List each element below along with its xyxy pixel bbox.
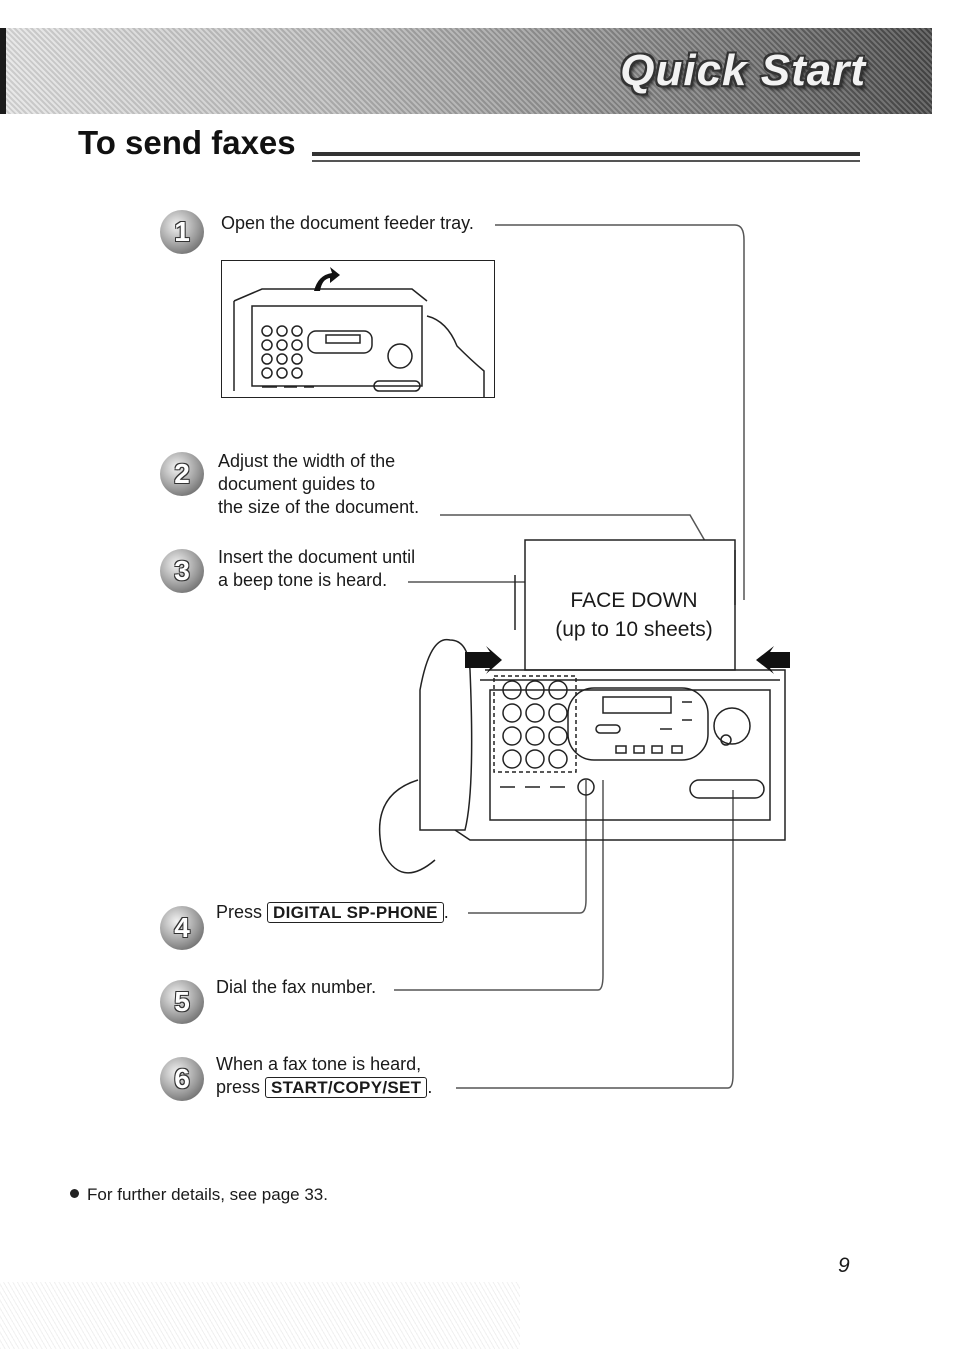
step-6-prefix: press <box>216 1077 261 1097</box>
step-4-prefix: Press <box>216 902 263 922</box>
note-text: For further details, see page 33. <box>87 1185 328 1204</box>
fax-machine-drawing <box>378 539 790 874</box>
step-3-text: Insert the document until a beep tone is… <box>218 546 415 592</box>
step-5-line: Dial the fax number. <box>216 977 377 997</box>
further-details-note: For further details, see page 33. <box>70 1185 328 1205</box>
step-2-line-2: document guides to <box>218 474 376 494</box>
step-3-badge: 3 <box>160 549 204 593</box>
digital-sp-phone-key: DIGITAL SP-PHONE <box>267 902 444 923</box>
step-2-line-1: Adjust the width of the <box>218 451 396 471</box>
step-2-text: Adjust the width of the document guides … <box>218 450 419 519</box>
scan-texture <box>0 1282 520 1349</box>
tray-illustration <box>221 260 495 398</box>
step-2-badge: 2 <box>160 452 204 496</box>
step-6-line-2: press START/COPY/SET. <box>216 1076 432 1099</box>
left-arrow-icon <box>465 646 502 674</box>
step-3-line-1: Insert the document until <box>218 547 416 567</box>
title-rule <box>312 152 860 156</box>
step-6-suffix: . <box>427 1077 433 1097</box>
bullet-icon <box>70 1189 79 1199</box>
page-number: 9 <box>838 1254 850 1277</box>
header-banner: Quick Start <box>0 28 932 114</box>
start-copy-set-key: START/COPY/SET <box>265 1077 428 1098</box>
step-1-text: Open the document feeder tray. <box>221 212 474 235</box>
step-6-badge: 6 <box>160 1057 204 1101</box>
step-6-text: When a fax tone is heard, press START/CO… <box>216 1053 432 1099</box>
step-4-badge: 4 <box>160 906 204 950</box>
face-down-line-2: (up to 10 sheets) <box>555 618 713 641</box>
step-5-text: Dial the fax number. <box>216 976 376 999</box>
title-rule-thin <box>312 160 860 162</box>
step-4-suffix: . <box>443 902 449 922</box>
section-title: To send faxes <box>78 124 296 161</box>
fax-machine-illustration <box>360 530 790 900</box>
step-1-badge: 1 <box>160 210 204 254</box>
banner-edge <box>0 28 6 114</box>
banner-title: Quick Start <box>620 46 866 95</box>
right-arrow-icon <box>756 646 790 674</box>
step-1-line: Open the document feeder tray. <box>221 213 474 233</box>
step-2-line-3: the size of the document. <box>218 497 420 517</box>
step-6-line-1: When a fax tone is heard, <box>216 1054 422 1074</box>
face-down-line-1: FACE DOWN <box>570 589 698 612</box>
step-4-text: Press DIGITAL SP-PHONE. <box>216 901 449 924</box>
step-3-line-2: a beep tone is heard. <box>218 570 388 590</box>
face-down-callout: FACE DOWN (up to 10 sheets) <box>545 586 723 644</box>
step-5-badge: 5 <box>160 980 204 1024</box>
fax-tray-drawing <box>233 267 485 397</box>
